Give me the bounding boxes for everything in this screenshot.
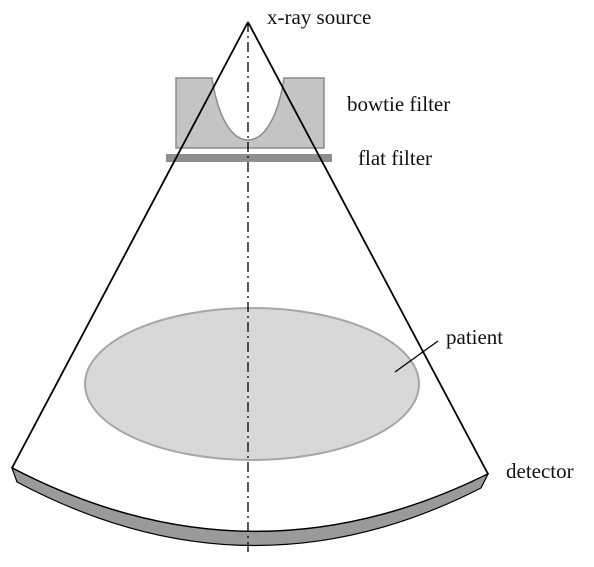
fan-beam-left-edge [11, 21, 249, 469]
bowtie-filter [175, 77, 325, 149]
detector [10, 466, 490, 547]
label-flat-filter: flat filter [358, 146, 432, 170]
patient [84, 307, 420, 461]
label-patient: patient [446, 325, 503, 349]
patient-leader-line [394, 340, 439, 373]
flat-filter [166, 154, 332, 162]
label-bowtie-filter: bowtie filter [347, 92, 450, 116]
fan-beam-right-edge [247, 21, 489, 475]
label-x-ray-source: x-ray source [267, 5, 371, 29]
label-detector: detector [506, 459, 574, 483]
